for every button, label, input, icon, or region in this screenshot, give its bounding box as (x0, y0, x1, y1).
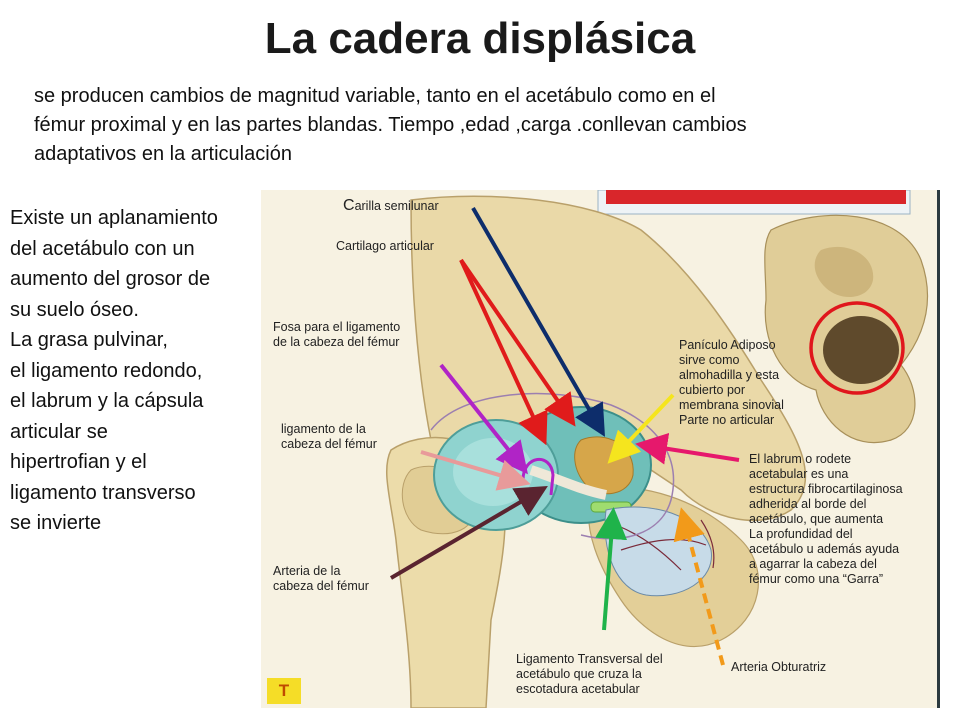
sidebar-line: el labrum y la cápsula (10, 390, 204, 412)
publisher-logo: T (267, 678, 301, 704)
red-arrow-cartilage (459, 258, 576, 427)
sidebar-line: su suelo óseo. (10, 298, 139, 321)
sidebar-line: ligamento transverso (10, 481, 196, 504)
sidebar-line: Existe un aplanamiento (10, 207, 218, 229)
magenta-arrow (439, 363, 528, 475)
pink-arrow (420, 450, 531, 491)
orange-dashed-arrow (673, 507, 725, 666)
ilium-bone (410, 195, 807, 522)
intro-line: se producen cambios de magnitud variable… (34, 85, 716, 107)
hip-anatomy-illustration: Carilla semilunar Cartilago articular Fo… (261, 190, 940, 708)
sidebar-line: el ligamento redondo, (10, 359, 203, 382)
navy-arrow (471, 207, 605, 437)
sidebar-line: aumento del grosor de (10, 268, 211, 290)
label-obturatriz: Arteria Obturatriz (731, 660, 827, 674)
yellow-arrow (607, 393, 675, 464)
pelvis-shadow (814, 246, 874, 298)
brown-arrow (389, 485, 548, 580)
capsule-outline (430, 392, 675, 540)
label-carilla: Carilla semilunar (343, 197, 439, 214)
sidebar-line: hipertrofian y el (10, 451, 147, 473)
obturator-foramen-photo (823, 316, 899, 384)
red-arrow-cartilage-2 (459, 259, 548, 446)
red-banner (606, 190, 906, 204)
intro-line: adaptativos en la articulación (34, 143, 292, 165)
highlight-circle (809, 301, 905, 395)
sidebar-line: del acetábulo con un (10, 237, 195, 260)
sidebar-line: articular se (10, 420, 108, 443)
sidebar-text: Existe un aplanamiento del acetábulo con… (10, 203, 265, 539)
intro-paragraph: se producen cambios de magnitud variable… (34, 82, 914, 169)
slide-title: La cadera displásica (264, 14, 696, 63)
label-cartilago: Cartilago articular (336, 239, 434, 253)
sidebar-line: La grasa pulvinar, (10, 329, 168, 351)
sidebar-line: se invierte (10, 512, 102, 534)
anatomy-drawing (385, 190, 929, 708)
hotpink-arrow (635, 432, 740, 465)
green-arrow (595, 507, 628, 631)
intro-line: fémur proximal y en las partes blandas. … (34, 114, 747, 136)
round-ligament (529, 465, 608, 500)
